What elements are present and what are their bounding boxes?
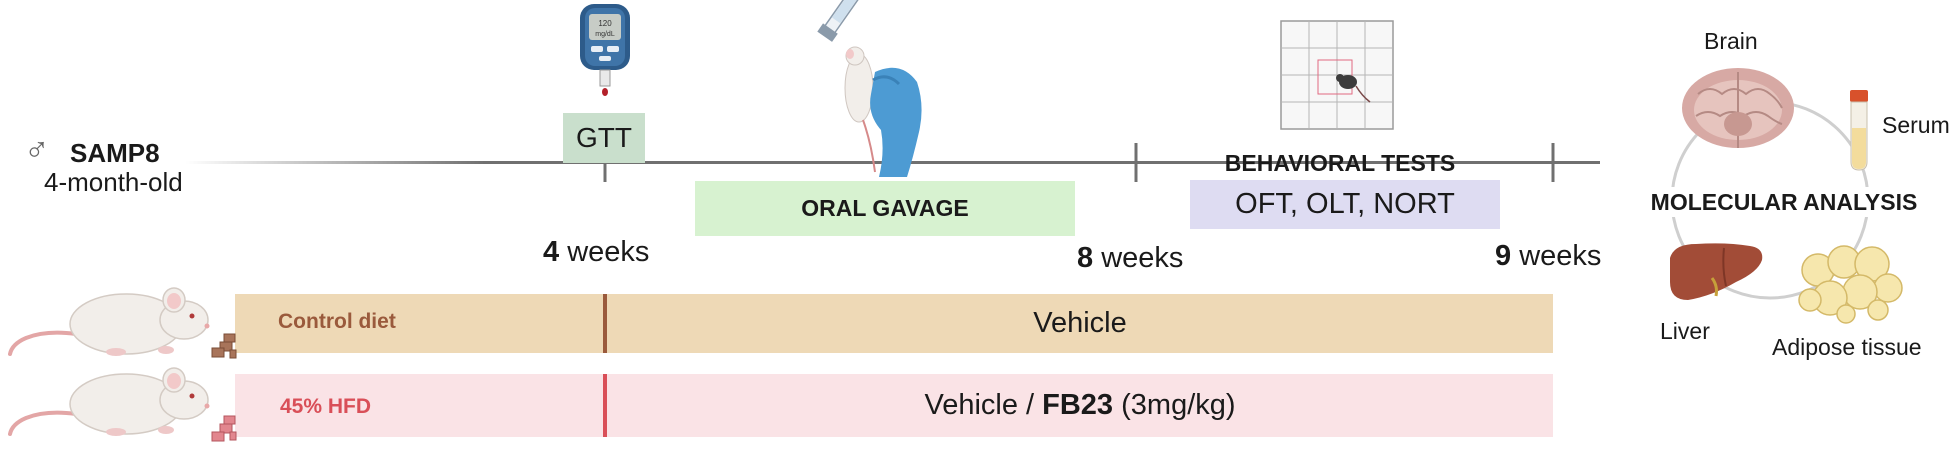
week4-label: 4 weeks [543, 236, 649, 269]
control-treatment-label: Vehicle [1033, 307, 1127, 339]
hfd-diet-label: 45% HFD [280, 395, 372, 418]
hfd-bar [235, 374, 1553, 437]
serum-label: Serum [1882, 112, 1950, 138]
analysis-title-backdrop [1636, 187, 1932, 217]
hfd-mouse-icon [8, 367, 237, 442]
week9-unit: weeks [1511, 240, 1602, 272]
behavioral-tests-box [1190, 180, 1500, 229]
glucometer-unit: mg/dL [595, 31, 615, 38]
control-diet-label: Control diet [278, 310, 396, 333]
week8-unit: weeks [1093, 242, 1184, 274]
timeline-fade-segment [185, 161, 485, 164]
gtt-label: GTT [576, 122, 632, 153]
adipose-tissue-icon [1798, 245, 1903, 324]
behavioral-tests-title: BEHAVIORAL TESTS [1224, 150, 1456, 176]
age-label: 4-month-old [44, 167, 183, 197]
serum-tube-icon [1850, 90, 1868, 171]
week8-label: 8 weeks [1077, 242, 1183, 275]
control-diet-bar [235, 294, 1553, 353]
glucometer-icon: 120 mg/dL [580, 4, 630, 96]
oral-gavage-label: ORAL GAVAGE [801, 195, 969, 221]
brain-label: Brain [1704, 28, 1758, 54]
liver-icon [1670, 243, 1763, 300]
open-field-arena-icon [1280, 20, 1394, 130]
brain-icon [1682, 68, 1794, 148]
molecular-analysis-title: MOLECULAR ANALYSIS [1650, 189, 1918, 215]
week9-label: 9 weeks [1495, 240, 1601, 273]
liver-label: Liver [1660, 318, 1710, 344]
gtt-box [563, 113, 645, 163]
syringe-mouse-hand-icon [817, 0, 922, 177]
hfd-treatment-drug: FB23 [1042, 389, 1114, 421]
timeline-line [484, 161, 1600, 164]
adipose-tissue-label: Adipose tissue [1772, 334, 1922, 360]
behavioral-tests-list: OFT, OLT, NORT [1235, 188, 1455, 220]
hfd-treatment-prefix: Vehicle / [924, 389, 1043, 421]
glucometer-reading: 120 [598, 19, 612, 28]
week4-number: 4 [543, 236, 560, 268]
hfd-divider [603, 374, 607, 437]
week8-number: 8 [1077, 242, 1094, 274]
hfd-treatment-dose: (3mg/kg) [1113, 389, 1236, 421]
strain-label: SAMP8 [70, 138, 160, 168]
control-divider [603, 294, 607, 353]
week4-unit: weeks [559, 236, 650, 268]
hfd-treatment-label: Vehicle / FB23 (3mg/kg) [607, 374, 1553, 437]
week9-number: 9 [1495, 240, 1512, 272]
control-mouse-icon [8, 287, 237, 359]
male-symbol: ♂ [24, 131, 50, 169]
oral-gavage-box [695, 181, 1075, 236]
